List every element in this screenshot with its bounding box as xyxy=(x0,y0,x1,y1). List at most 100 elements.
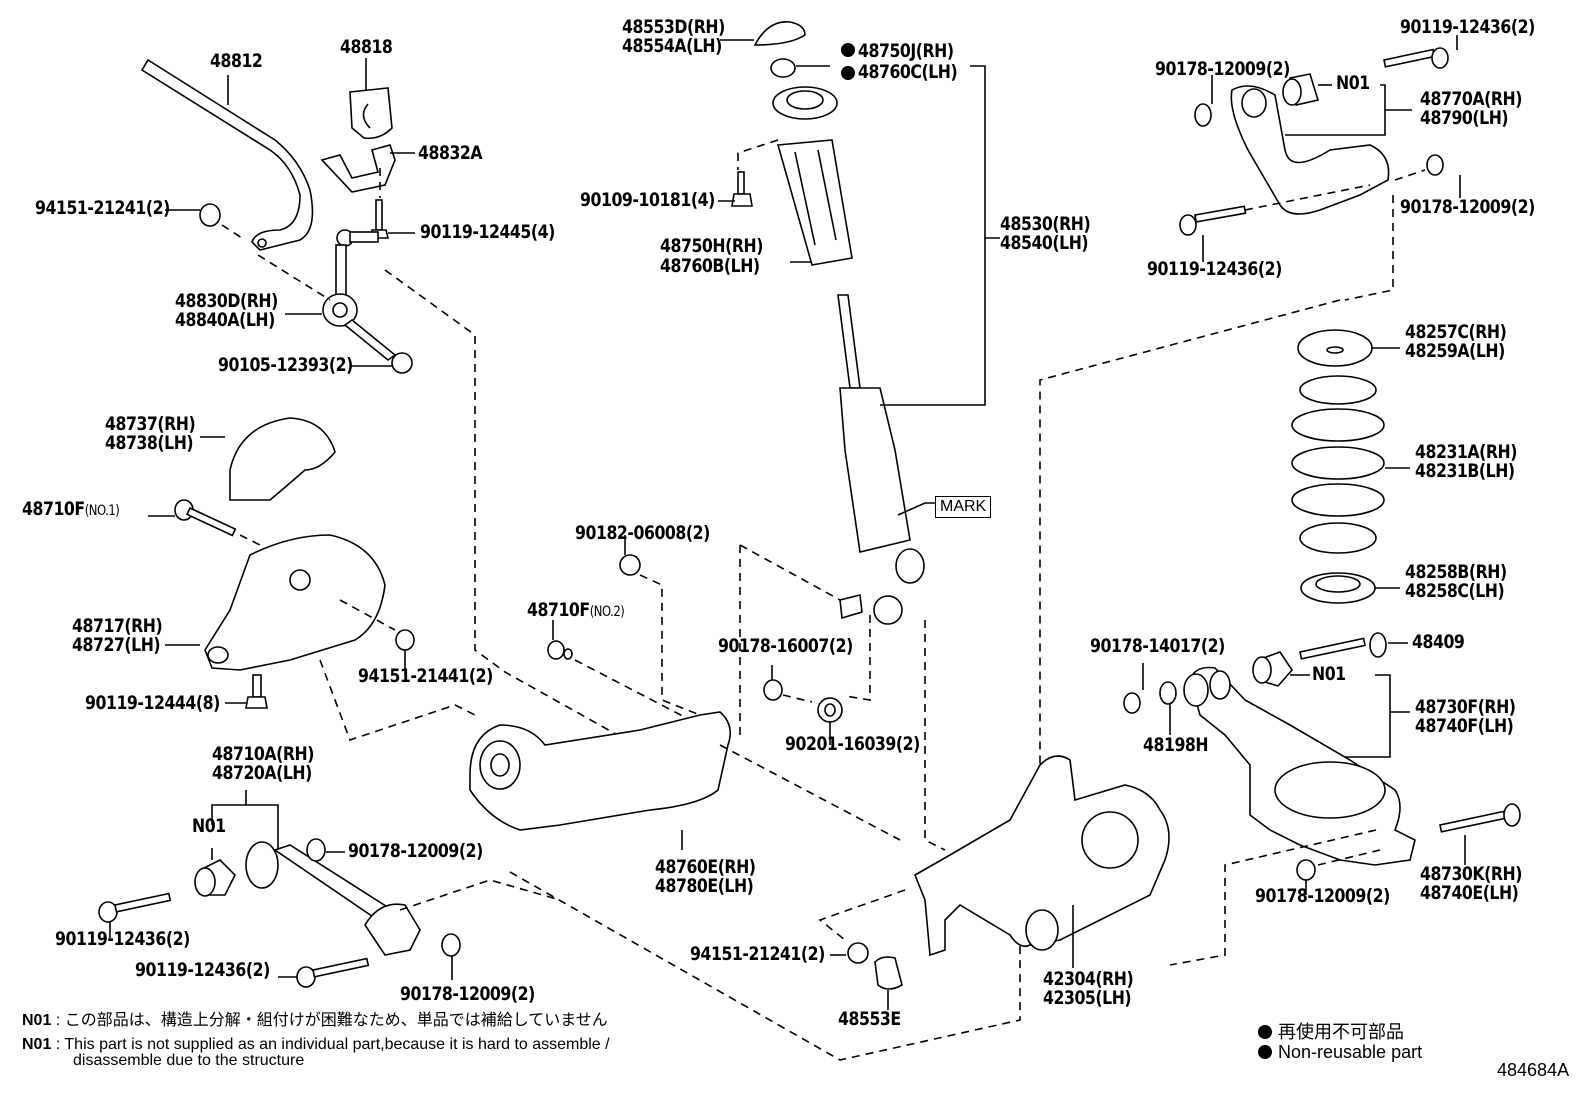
label-90109-10181[interactable]: 90109-10181(4) xyxy=(580,189,715,211)
label-48727[interactable]: 48727(LH) xyxy=(72,634,161,656)
label-48717[interactable]: 48717(RH) xyxy=(72,615,163,637)
label-48760B[interactable]: 48760B(LH) xyxy=(660,255,760,277)
bushing-48818[interactable] xyxy=(349,87,393,140)
label-90119-12436-top[interactable]: 90119-12436(2) xyxy=(1400,16,1535,38)
label-90201-16039[interactable]: 90201-16039(2) xyxy=(785,733,920,755)
label-90178-12009-lateral-bottom[interactable]: 90178-12009(2) xyxy=(400,983,535,1005)
bolt-48409[interactable] xyxy=(1299,632,1387,660)
label-48830D[interactable]: 48830D(RH) xyxy=(175,290,278,312)
trailing-arm-48760E[interactable] xyxy=(469,711,731,831)
cover-48737[interactable] xyxy=(229,417,336,501)
bolt-90119-12436-lateral-left[interactable] xyxy=(98,892,172,923)
bolt-90105-12393[interactable] xyxy=(343,318,413,374)
label-90178-12009-upper-right[interactable]: 90178-12009(2) xyxy=(1400,196,1535,218)
label-48553D[interactable]: 48553D(RH) xyxy=(622,16,725,38)
label-90119-12445[interactable]: 90119-12445(4) xyxy=(420,221,555,243)
stabilizer-bar-48812[interactable] xyxy=(140,58,314,251)
label-48259A[interactable]: 48259A(LH) xyxy=(1405,340,1505,362)
label-48750J[interactable]: 48750J(RH) xyxy=(858,40,954,62)
nut-94151-21241-bottom[interactable] xyxy=(847,942,869,964)
nut-90178-12009-lower-right[interactable] xyxy=(1296,859,1316,881)
label-90178-12009-upper-left[interactable]: 90178-12009(2) xyxy=(1155,58,1290,80)
label-90178-14017[interactable]: 90178-14017(2) xyxy=(1090,635,1225,657)
lower-spring-seat-48258B[interactable] xyxy=(1300,572,1376,604)
nut-90178-12009-upper-left[interactable] xyxy=(1194,103,1212,127)
nut-94151-21241-top[interactable] xyxy=(199,203,221,227)
label-48710F-no1[interactable]: 48710F(NO.1) xyxy=(22,500,120,521)
bracket-48832A[interactable] xyxy=(320,144,396,193)
cap-48553D[interactable] xyxy=(753,21,806,46)
nut-48750J[interactable] xyxy=(770,58,796,78)
upper-spring-seat-48257C[interactable] xyxy=(1297,329,1373,367)
label-48231A[interactable]: 48231A(RH) xyxy=(1415,441,1517,463)
bolt-48710F-no2[interactable] xyxy=(547,640,573,660)
label-48818[interactable]: 48818 xyxy=(340,36,393,58)
label-48554A[interactable]: 48554A(LH) xyxy=(622,35,722,57)
label-48750H[interactable]: 48750H(RH) xyxy=(660,235,763,257)
label-48530[interactable]: 48530(RH) xyxy=(1000,213,1091,235)
label-48258C[interactable]: 48258C(LH) xyxy=(1405,580,1505,602)
shock-absorber-48530[interactable] xyxy=(837,294,925,625)
label-48770A[interactable]: 48770A(RH) xyxy=(1420,88,1522,110)
stabilizer-link-48830D[interactable] xyxy=(322,229,379,327)
nut-90178-16007[interactable] xyxy=(763,679,783,701)
nut-90178-12009-lateral-bottom[interactable] xyxy=(441,933,461,957)
label-48409[interactable]: 48409 xyxy=(1412,631,1465,653)
label-n01-lower[interactable]: N01 xyxy=(1312,663,1346,685)
washer-90201-16039[interactable] xyxy=(817,697,843,723)
label-90119-12436-lateral-bottom[interactable]: 90119-12436(2) xyxy=(135,959,270,981)
knuckle-42304[interactable] xyxy=(913,755,1170,957)
label-94151-21441[interactable]: 94151-21441(2) xyxy=(358,665,493,687)
label-42305[interactable]: 42305(LH) xyxy=(1043,987,1132,1009)
bolt-90119-12436-upper-arm[interactable] xyxy=(1179,205,1247,236)
label-42304[interactable]: 42304(RH) xyxy=(1043,968,1134,990)
label-90105-12393[interactable]: 90105-12393(2) xyxy=(218,354,353,376)
bolt-48730K[interactable] xyxy=(1439,803,1521,833)
label-48780E[interactable]: 48780E(LH) xyxy=(655,875,754,897)
label-48730K[interactable]: 48730K(RH) xyxy=(1420,863,1522,885)
label-48737[interactable]: 48737(RH) xyxy=(105,413,196,435)
bushing-n01-lower[interactable] xyxy=(1252,651,1294,687)
label-48231B[interactable]: 48231B(LH) xyxy=(1415,460,1515,482)
label-48760E[interactable]: 48760E(RH) xyxy=(655,856,756,878)
label-48738[interactable]: 48738(LH) xyxy=(105,432,194,454)
label-48740F[interactable]: 48740F(LH) xyxy=(1415,715,1514,737)
bolt-90119-12436-lateral-bottom[interactable] xyxy=(296,957,370,988)
label-48553E[interactable]: 48553E xyxy=(838,1008,901,1030)
bolt-48710F-no1[interactable] xyxy=(174,499,237,537)
label-n01-left[interactable]: N01 xyxy=(192,815,226,837)
label-48540[interactable]: 48540(LH) xyxy=(1000,232,1089,254)
bolt-90119-12436-upper-top[interactable] xyxy=(1383,47,1449,69)
label-48198H[interactable]: 48198H xyxy=(1143,734,1209,756)
nut-48553E[interactable] xyxy=(874,956,903,990)
nut-90182-06008[interactable] xyxy=(619,554,641,576)
coil-spring-48231A[interactable] xyxy=(1291,375,1385,554)
label-90119-12436-upper-arm[interactable]: 90119-12436(2) xyxy=(1147,258,1282,280)
label-48840A[interactable]: 48840A(LH) xyxy=(175,309,275,331)
label-90178-12009-lower-right[interactable]: 90178-12009(2) xyxy=(1255,885,1390,907)
bolt-90109-10181[interactable] xyxy=(731,171,753,207)
bolt-90119-12444[interactable] xyxy=(245,674,268,709)
label-90178-12009-lateral-upper[interactable]: 90178-12009(2) xyxy=(348,840,483,862)
label-48790[interactable]: 48790(LH) xyxy=(1420,107,1509,129)
bracket-48717[interactable] xyxy=(204,534,386,671)
lateral-link-48710A[interactable] xyxy=(245,841,421,956)
nut-90178-12009-upper-right[interactable] xyxy=(1426,154,1444,176)
label-48832A[interactable]: 48832A xyxy=(418,142,483,164)
upper-support-48750H[interactable] xyxy=(772,86,853,266)
label-48730F[interactable]: 48730F(RH) xyxy=(1415,696,1516,718)
lower-arm-48730F[interactable] xyxy=(1183,666,1416,866)
label-48710A[interactable]: 48710A(RH) xyxy=(212,743,314,765)
label-48740E[interactable]: 48740E(LH) xyxy=(1420,882,1519,904)
bushing-n01-left[interactable] xyxy=(194,859,236,897)
upper-arm-48770A[interactable] xyxy=(1230,85,1390,215)
label-n01-upper[interactable]: N01 xyxy=(1336,72,1370,94)
nut-94151-21441[interactable] xyxy=(395,629,415,651)
label-48760C[interactable]: 48760C(LH) xyxy=(858,61,958,83)
bushing-n01-upper[interactable] xyxy=(1282,73,1320,106)
label-48812[interactable]: 48812 xyxy=(210,50,263,72)
washer-48198H[interactable] xyxy=(1159,681,1177,705)
label-48720A[interactable]: 48720A(LH) xyxy=(212,762,312,784)
nut-90178-12009-lateral-upper[interactable] xyxy=(306,838,326,862)
label-90178-16007[interactable]: 90178-16007(2) xyxy=(718,635,853,657)
